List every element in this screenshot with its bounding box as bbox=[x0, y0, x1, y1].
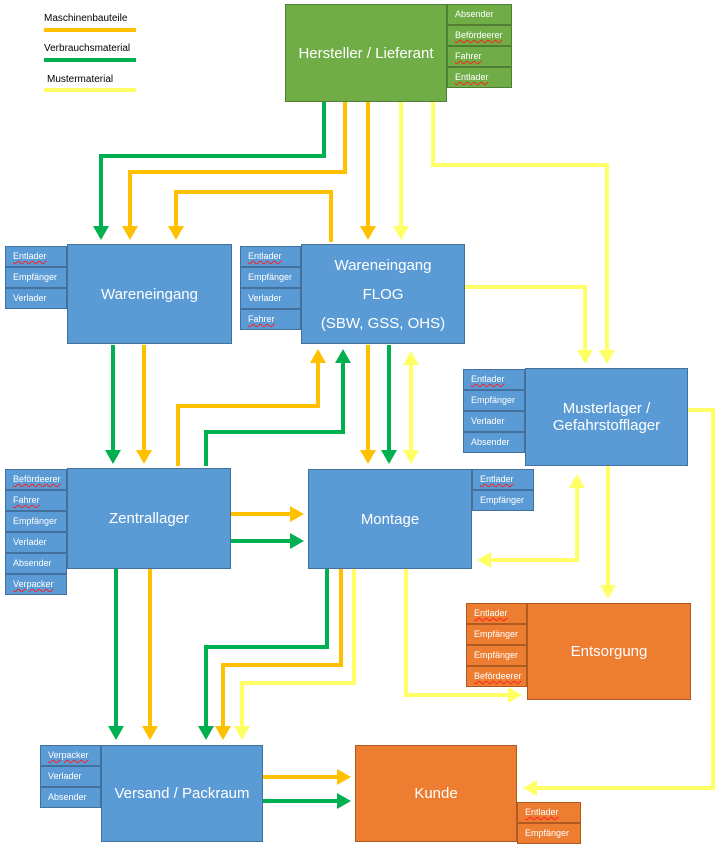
flow-samples-montage-entsorgung bbox=[404, 569, 522, 703]
node-wareneingang-flog[interactable]: Wareneingang FLOG (SBW, GSS, OHS) bbox=[301, 244, 465, 344]
role-tag: Befördeerer bbox=[5, 469, 67, 490]
role-tag: Fahrer bbox=[5, 490, 67, 511]
flow-samples-musterlager-kunde bbox=[523, 408, 715, 796]
role-tag: Entlader bbox=[463, 369, 525, 390]
role-tag: Verlader bbox=[240, 288, 301, 309]
role-tag: Verlader bbox=[5, 532, 67, 553]
flow-parts-montage-versand bbox=[215, 569, 343, 740]
role-tag: Verlader bbox=[463, 411, 525, 432]
node-entsorgung[interactable]: Entsorgung bbox=[527, 603, 691, 700]
role-tag: Empfänger bbox=[466, 624, 527, 645]
flow-consumables-montage-versand bbox=[198, 569, 329, 740]
legend-label-machine-parts: Maschinenbauteile bbox=[44, 13, 128, 24]
node-montage[interactable]: Montage bbox=[308, 469, 472, 569]
role-tag: Verpacker bbox=[5, 574, 67, 595]
role-tag: Verlader bbox=[5, 288, 67, 309]
role-tag: Fahrer bbox=[447, 46, 512, 67]
role-tag: Verpacker bbox=[40, 745, 101, 766]
legend-line-machine-parts bbox=[44, 28, 136, 32]
node-hersteller-title: Hersteller / Lieferant bbox=[298, 44, 434, 62]
node-zentrallager-title: Zentrallager bbox=[108, 510, 190, 527]
role-tag: Empfänger bbox=[240, 267, 301, 288]
flow-parts-flog-wareneingang bbox=[168, 190, 333, 242]
role-tag: Entlader bbox=[517, 802, 581, 823]
flow-samples-flog-musterlager bbox=[465, 285, 593, 364]
role-tag: Entlader bbox=[240, 246, 301, 267]
node-flog-line1: Wareneingang bbox=[334, 256, 432, 274]
node-flog-line2: FLOG bbox=[362, 285, 404, 303]
flow-samples-hersteller-musterlager bbox=[431, 102, 615, 364]
role-tag: Empfänger bbox=[472, 490, 534, 511]
role-tag: Entlader bbox=[447, 67, 512, 88]
role-tag: Empfänger bbox=[466, 645, 527, 666]
node-kunde[interactable]: Kunde bbox=[355, 745, 517, 842]
node-musterlager[interactable]: Musterlager / Gefahrstofflager bbox=[525, 368, 688, 466]
legend-label-consumables: Verbrauchsmaterial bbox=[44, 43, 131, 54]
role-tag: Absender bbox=[447, 4, 512, 25]
flow-consumables-hersteller-wareneingang bbox=[93, 102, 326, 240]
node-kunde-title: Kunde bbox=[414, 785, 458, 802]
flow-samples-montage-versand bbox=[234, 569, 356, 740]
role-tag: Entlader bbox=[472, 469, 534, 490]
role-tag: Fahrer bbox=[240, 309, 301, 330]
role-tag: Empfänger bbox=[5, 511, 67, 532]
node-zentrallager[interactable]: Zentrallager bbox=[67, 468, 231, 569]
flow-consumables-zentrallager-flog bbox=[204, 349, 351, 466]
legend-line-consumables bbox=[44, 58, 136, 62]
role-tag: Absender bbox=[5, 553, 67, 574]
node-versand[interactable]: Versand / Packraum bbox=[101, 745, 263, 842]
node-musterlager-line2: Gefahrstofflager bbox=[552, 417, 661, 434]
flow-samples-musterlager-montage bbox=[477, 474, 585, 568]
role-tag: Befördeerer bbox=[466, 666, 527, 687]
role-tag: Absender bbox=[463, 432, 525, 453]
node-wareneingang-title: Wareneingang bbox=[100, 285, 198, 303]
role-tag: Verlader bbox=[40, 766, 101, 787]
node-flog-line3: (SBW, GSS, OHS) bbox=[320, 314, 446, 332]
role-tag: Empfänger bbox=[463, 390, 525, 411]
flow-parts-zentrallager-flog bbox=[176, 349, 326, 466]
flow-parts-hersteller-wareneingang bbox=[122, 102, 347, 240]
role-tag: Entlader bbox=[466, 603, 527, 624]
legend-label-samples: Mustermaterial bbox=[47, 74, 114, 85]
node-musterlager-line1: Musterlager / bbox=[562, 400, 651, 417]
node-hersteller[interactable]: Hersteller / Lieferant bbox=[285, 4, 447, 102]
node-entsorgung-title: Entsorgung bbox=[570, 643, 648, 660]
node-wareneingang[interactable]: Wareneingang bbox=[67, 244, 232, 344]
role-tag: Empfänger bbox=[5, 267, 67, 288]
node-montage-title: Montage bbox=[360, 510, 420, 528]
node-versand-title: Versand / Packraum bbox=[114, 785, 250, 802]
role-tag: Absender bbox=[40, 787, 101, 808]
role-tag: Entlader bbox=[5, 246, 67, 267]
role-tag: Empfänger bbox=[517, 823, 581, 844]
legend-line-samples bbox=[44, 88, 136, 92]
role-tag: Befördeerer bbox=[447, 25, 512, 46]
